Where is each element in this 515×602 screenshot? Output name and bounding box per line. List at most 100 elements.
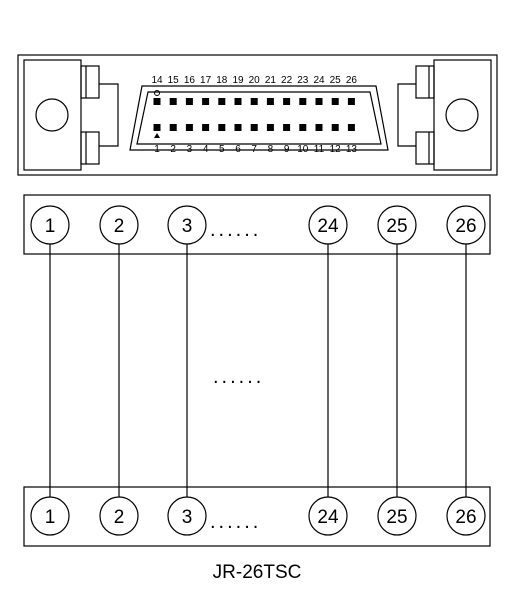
terminal-label: 2 <box>114 216 125 237</box>
terminal-label: 1 <box>45 216 56 237</box>
right-latch-top <box>415 65 435 99</box>
terminal-circle-top <box>30 205 70 245</box>
terminal-label: 25 <box>386 507 407 528</box>
contact-top <box>153 98 161 105</box>
bottom-terminal-block <box>23 486 491 547</box>
pin14-marker-icon <box>154 90 160 96</box>
terminal-circle-bottom <box>308 496 348 536</box>
pin1-marker-icon <box>154 133 160 138</box>
terminal-label: 1 <box>45 507 56 528</box>
connector-pin-label: 7 <box>251 144 257 155</box>
connector-pin-label: 8 <box>268 144 274 155</box>
terminal-label: 3 <box>182 216 193 237</box>
contact-bottom <box>347 124 355 131</box>
terminal-label: 2 <box>114 507 125 528</box>
top-terminal-block <box>23 194 491 255</box>
shell-inner <box>136 91 382 145</box>
contact-top <box>169 98 177 105</box>
connector-frame <box>17 54 498 176</box>
contact-bottom <box>202 124 210 131</box>
bottom-ellipsis: ...... <box>210 511 261 533</box>
terminal-circle-top <box>99 205 139 245</box>
terminal-label: 25 <box>386 216 407 237</box>
terminal-circle-bottom <box>167 496 207 536</box>
contact-top <box>266 98 274 105</box>
connector-drawing <box>17 54 498 176</box>
contact-top <box>234 98 242 105</box>
model-caption: JR-26TSC <box>213 562 302 583</box>
left-flange <box>23 59 82 171</box>
contact-bottom <box>283 124 291 131</box>
contact-bottom <box>218 124 226 131</box>
contact-top <box>218 98 226 105</box>
connector-pin-label: 12 <box>330 144 342 155</box>
contact-bottom <box>250 124 258 131</box>
connector-pin-label: 23 <box>297 75 309 86</box>
connector-pin-label: 1 <box>154 144 160 155</box>
terminal-circle-bottom <box>377 496 417 536</box>
terminal-label: 24 <box>317 507 339 528</box>
connector-pin-label: 11 <box>314 144 325 155</box>
terminal-label: 26 <box>455 216 476 237</box>
contact-bottom <box>185 124 193 131</box>
shell-right-edge <box>397 83 416 147</box>
connector-pin-label: 4 <box>203 144 209 155</box>
terminal-label: 3 <box>182 507 193 528</box>
connector-pin-label: 10 <box>297 144 309 155</box>
contact-bottom <box>169 124 177 131</box>
terminal-label: 24 <box>317 216 339 237</box>
connector-pin-label: 6 <box>235 144 241 155</box>
contact-top <box>185 98 193 105</box>
connector-pin-label: 3 <box>187 144 193 155</box>
contact-top <box>202 98 210 105</box>
terminal-label: 26 <box>455 507 476 528</box>
terminal-circle-top <box>446 205 486 245</box>
connector-pin-label: 22 <box>281 75 293 86</box>
terminal-circle-top <box>377 205 417 245</box>
connector-pin-label: 2 <box>170 144 176 155</box>
pin-contacts <box>153 98 355 131</box>
top-ellipsis: ...... <box>210 219 261 241</box>
connector-pin-label: 5 <box>219 144 225 155</box>
terminal-circle-bottom <box>30 496 70 536</box>
contact-top <box>283 98 291 105</box>
contact-top <box>331 98 339 105</box>
left-latch-bottom <box>80 131 100 165</box>
connector-pin-label: 16 <box>184 75 196 86</box>
contact-top <box>299 98 307 105</box>
connector-pin-label: 13 <box>346 144 358 155</box>
terminal-circle-top <box>308 205 348 245</box>
contact-top <box>315 98 323 105</box>
contact-bottom <box>331 124 339 131</box>
right-flange <box>433 59 492 171</box>
connector-pin-label: 19 <box>232 75 244 86</box>
connector-pin-label: 18 <box>216 75 228 86</box>
connector-pin-label: 26 <box>346 75 358 86</box>
terminal-circle-bottom <box>446 496 486 536</box>
right-mounting-hole <box>445 98 479 132</box>
right-latch-bottom <box>415 131 435 165</box>
terminal-circle-top <box>167 205 207 245</box>
middle-ellipsis: ...... <box>213 366 264 388</box>
connector-pin-label: 14 <box>151 75 163 86</box>
contact-top <box>250 98 258 105</box>
contact-bottom <box>315 124 323 131</box>
shell-outline <box>129 85 389 151</box>
contact-bottom <box>234 124 242 131</box>
terminal-circle-bottom <box>99 496 139 536</box>
connector-pin-label: 21 <box>265 75 277 86</box>
connector-pin-label: 15 <box>168 75 180 86</box>
connector-pin-label: 9 <box>284 144 290 155</box>
wires <box>49 244 467 497</box>
shell-left-edge <box>99 83 119 147</box>
contact-top <box>347 98 355 105</box>
left-mounting-hole <box>35 98 69 132</box>
contact-bottom <box>266 124 274 131</box>
connector-pin-label: 25 <box>330 75 342 86</box>
contact-bottom <box>153 124 161 131</box>
